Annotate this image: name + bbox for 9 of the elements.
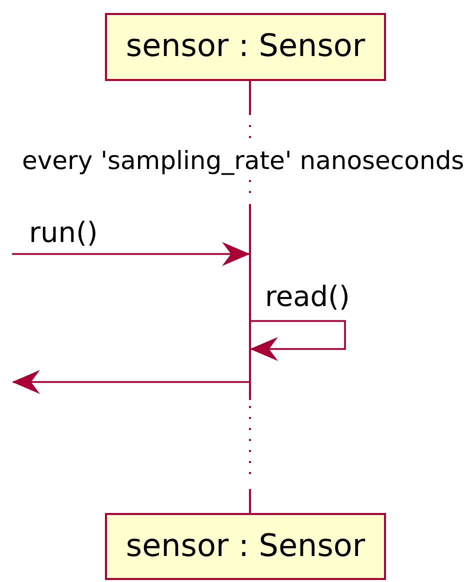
message-arrow (12, 370, 249, 394)
participant-box (105, 513, 386, 580)
message-arrow (250, 320, 346, 361)
lifeline (249, 81, 251, 513)
participant-name: sensor : Sensor (126, 29, 366, 65)
participant-name: sensor : Sensor (126, 528, 366, 564)
message-arrow (12, 242, 250, 266)
delay-label: every 'sampling_rate' nanoseconds (22, 146, 464, 176)
participant-box (105, 13, 386, 81)
